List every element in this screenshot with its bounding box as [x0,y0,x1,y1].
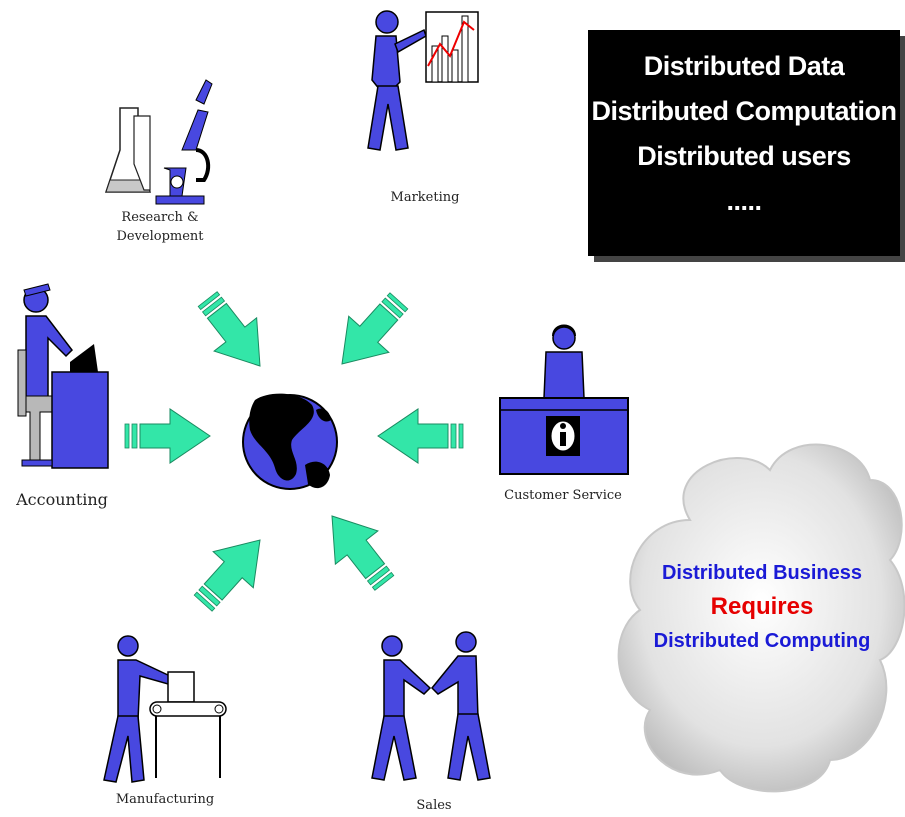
cloud-line-computing: Distributed Computing [653,630,871,652]
research-lab-icon [104,79,213,205]
customer-service-label: Customer Service [504,488,622,503]
sales-handshake-icon [371,631,491,781]
summary-line-users: Distributed users [637,141,851,171]
sales-label: Sales [416,798,452,813]
customer-service-icon [499,324,629,475]
marketing-label: Marketing [390,190,460,205]
arrow-from-rnd [185,281,282,384]
cloud-line-business: Distributed Business [661,562,863,584]
rnd-label: Research & Development [116,210,204,244]
globe-icon [242,393,338,490]
cloud-message: Distributed Business Requires Distribute… [636,556,888,658]
manufacturing-worker-icon [103,635,227,783]
summary-line-data: Distributed Data [643,51,845,81]
arrow-from-manufacturing [182,521,281,622]
arrow-from-customer-service [377,408,464,464]
arrow-from-sales [310,498,407,601]
accounting-person-icon [17,283,109,469]
arrow-from-accounting [124,408,211,464]
accounting-label: Accounting [16,490,108,509]
arrow-from-marketing [321,282,420,383]
cloud-line-requires: Requires [710,593,814,620]
manufacturing-label: Manufacturing [115,792,215,807]
cloud-shape [617,443,905,793]
distributed-summary-box: Distributed Data Distributed Computation… [588,30,900,256]
marketing-presenter-icon [367,10,479,151]
summary-line-ellipsis: ..... [726,186,762,216]
summary-line-computation: Distributed Computation [591,96,897,126]
